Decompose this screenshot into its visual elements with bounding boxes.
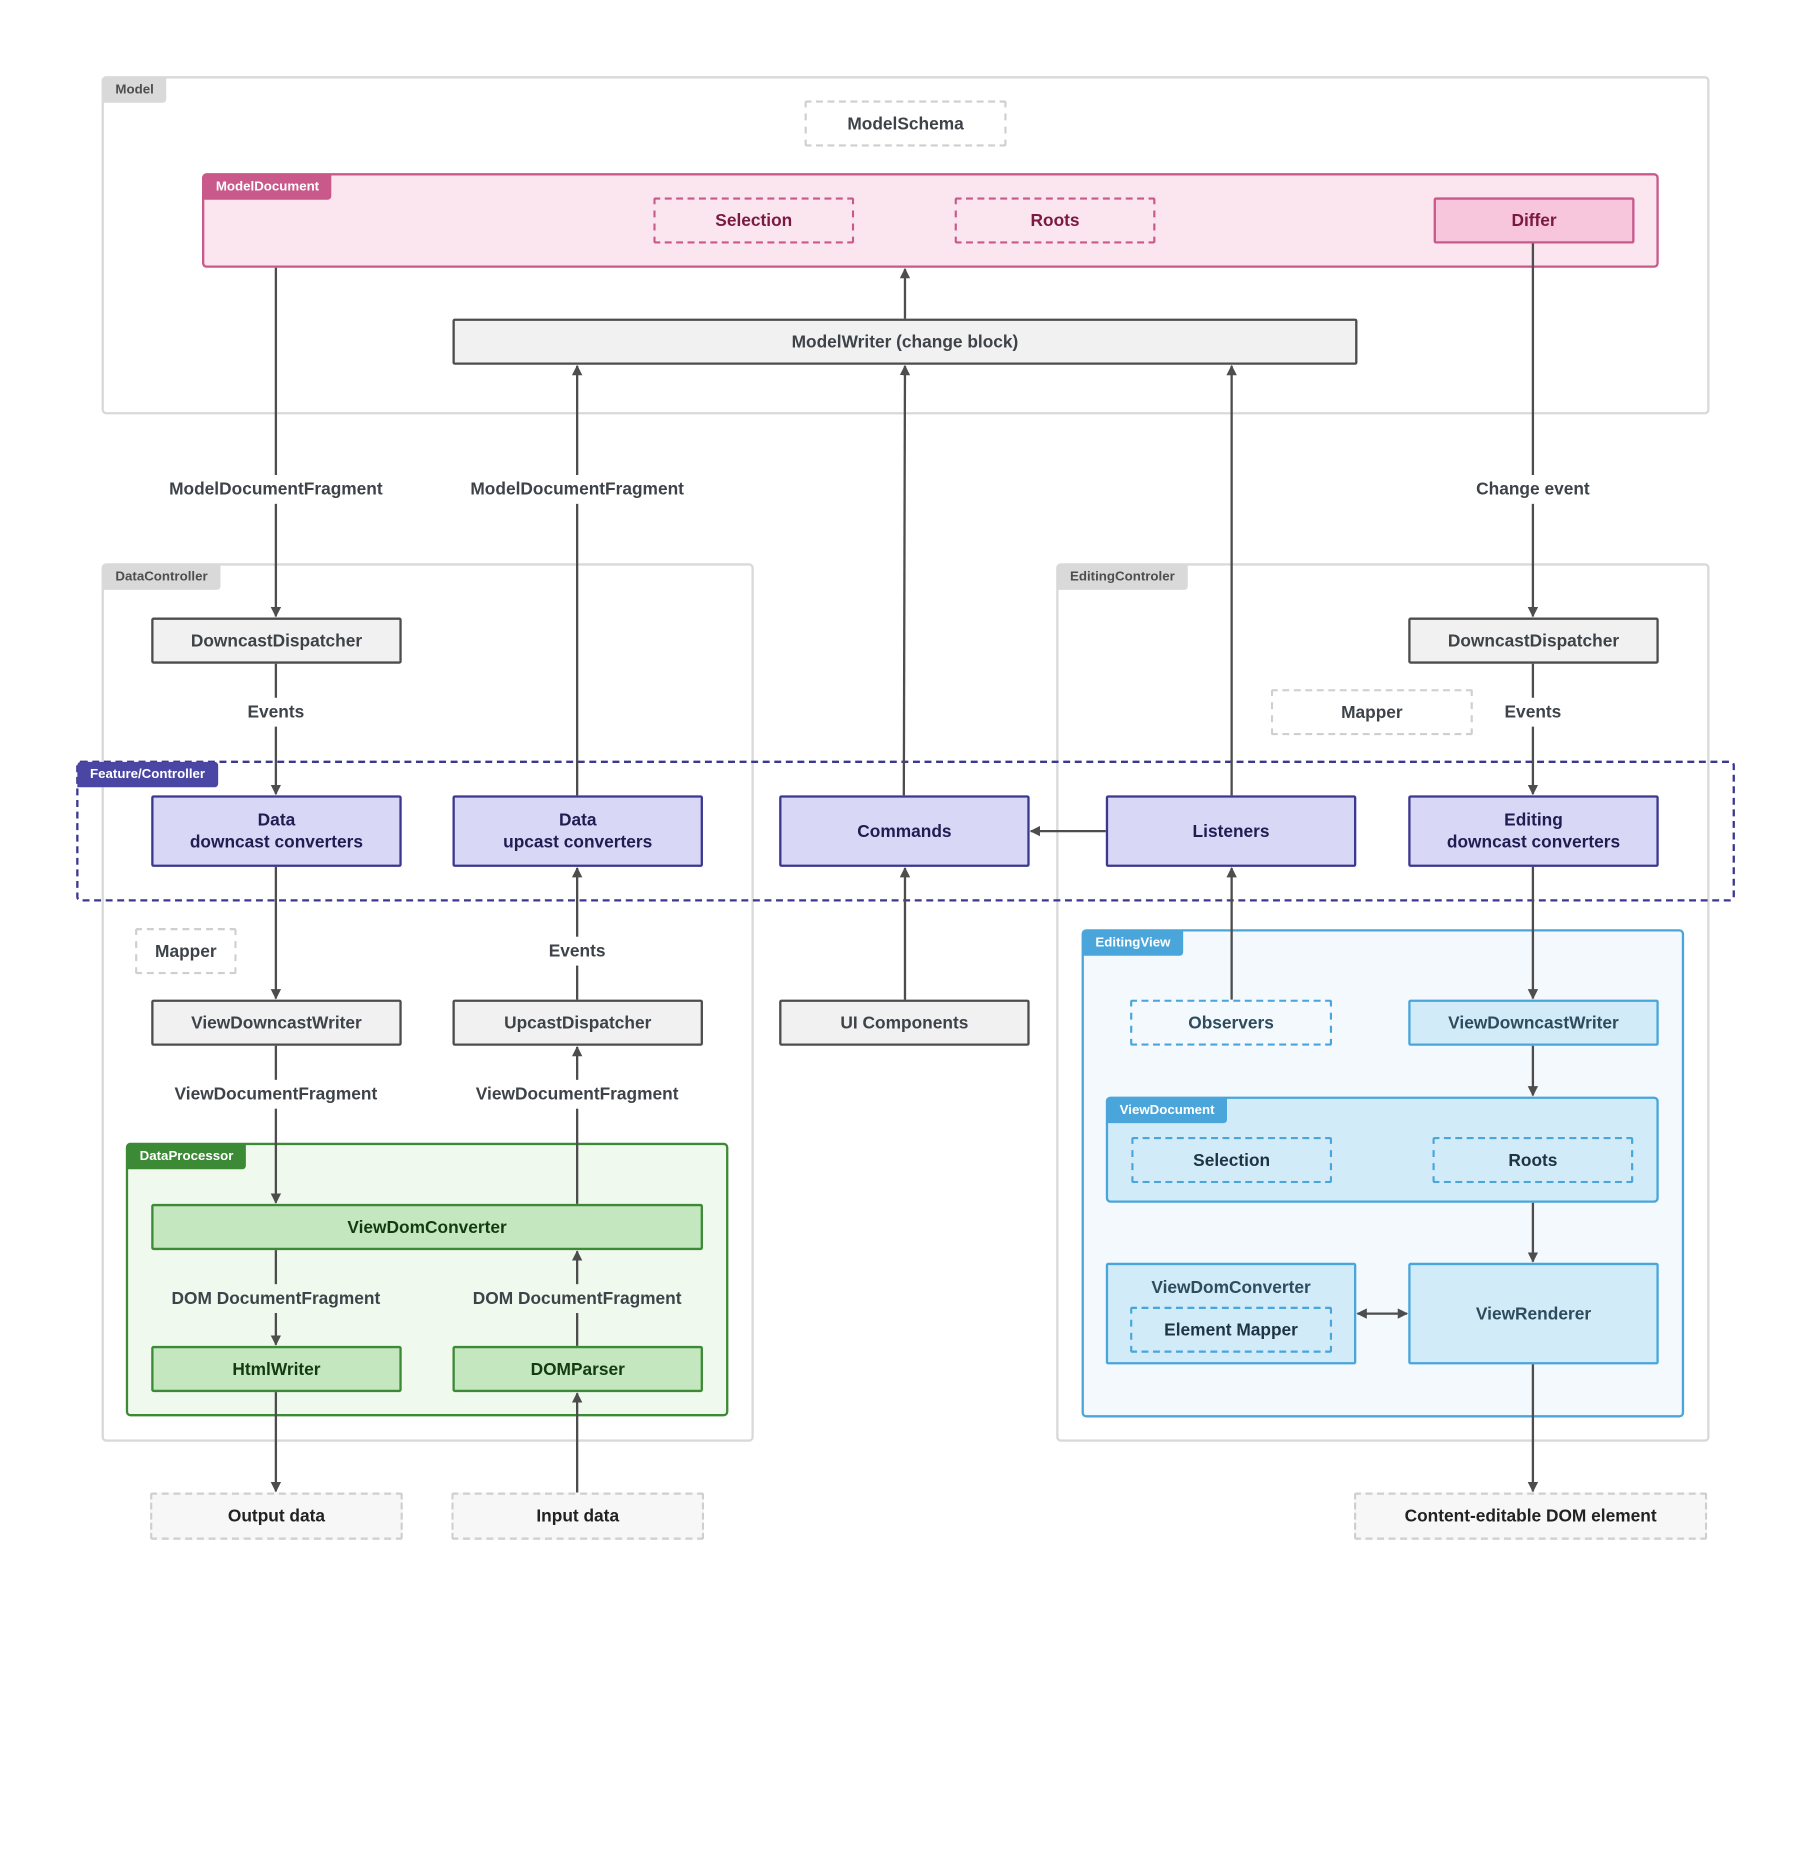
- model-writer-box: ModelWriter (change block): [452, 318, 1358, 365]
- editing-view-group-tag: EditingView: [1082, 930, 1184, 956]
- events-upcast-label: Events: [544, 936, 611, 966]
- feature-controller-group-tag: Feature/Controller: [77, 761, 218, 788]
- observers-box: Observers: [1130, 999, 1333, 1046]
- model-document-group-tag: ModelDocument: [203, 174, 332, 200]
- dom-df-right-label: DOM DocumentFragment: [468, 1284, 687, 1314]
- editing-view-downcast-writer-box: ViewDowncastWriter: [1408, 999, 1659, 1046]
- model-group-tag: Model: [102, 77, 167, 103]
- upcast-dispatcher-box: UpcastDispatcher: [452, 999, 703, 1046]
- arrow-commands-to-writer: [899, 364, 911, 796]
- data-processor-group-tag: DataProcessor: [126, 1143, 247, 1170]
- editing-downcast-dispatcher-box: DowncastDispatcher: [1408, 617, 1659, 664]
- view-document-group-tag: ViewDocument: [1106, 1097, 1228, 1124]
- ui-components-box: UI Components: [779, 999, 1030, 1046]
- view-selection-box: Selection: [1131, 1136, 1333, 1184]
- html-writer-box: HtmlWriter: [151, 1345, 402, 1393]
- output-data-box: Output data: [150, 1492, 403, 1540]
- data-downcast-dispatcher-box: DowncastDispatcher: [151, 617, 402, 664]
- roots-box: Roots: [954, 197, 1156, 244]
- differ-box: Differ: [1433, 197, 1635, 244]
- change-event-label: Change event: [1471, 474, 1595, 504]
- data-mapper-box: Mapper: [135, 928, 237, 975]
- editing-controller-group-tag: EditingControler: [1057, 564, 1188, 590]
- selection-box: Selection: [653, 197, 855, 244]
- data-controller-group-tag: DataController: [102, 564, 221, 590]
- editing-downcast-converters-box: Editing downcast converters: [1408, 795, 1659, 867]
- editing-controller-group: EditingControler: [1056, 563, 1710, 1442]
- view-roots-box: Roots: [1432, 1136, 1634, 1184]
- view-renderer-box: ViewRenderer: [1408, 1262, 1659, 1365]
- events-editing-label: Events: [1499, 697, 1566, 727]
- model-document-group: ModelDocument: [202, 173, 1659, 268]
- dom-df-left-label: DOM DocumentFragment: [166, 1284, 385, 1314]
- mdf-right-label: ModelDocumentFragment: [465, 474, 689, 504]
- listeners-box: Listeners: [1105, 795, 1357, 867]
- input-data-box: Input data: [451, 1492, 705, 1540]
- data-controller-group: DataController: [101, 563, 754, 1442]
- vdf-left-label: ViewDocumentFragment: [169, 1079, 382, 1109]
- commands-box: Commands: [779, 795, 1030, 867]
- editing-view-dom-converter-label: ViewDomConverter: [1151, 1277, 1311, 1298]
- editing-mapper-box: Mapper: [1270, 689, 1473, 736]
- events-data-label: Events: [242, 697, 309, 727]
- model-schema-box: ModelSchema: [804, 100, 1007, 147]
- data-upcast-converters-box: Data upcast converters: [452, 795, 703, 867]
- vdf-right-label: ViewDocumentFragment: [471, 1079, 684, 1109]
- view-dom-converter-box: ViewDomConverter: [151, 1203, 703, 1251]
- dom-parser-box: DOMParser: [452, 1345, 703, 1393]
- data-downcast-converters-box: Data downcast converters: [151, 795, 402, 867]
- content-editable-box: Content-editable DOM element: [1353, 1492, 1708, 1540]
- data-view-downcast-writer-box: ViewDowncastWriter: [151, 999, 402, 1046]
- mdf-left-label: ModelDocumentFragment: [164, 474, 388, 504]
- element-mapper-box: Element Mapper: [1130, 1306, 1333, 1353]
